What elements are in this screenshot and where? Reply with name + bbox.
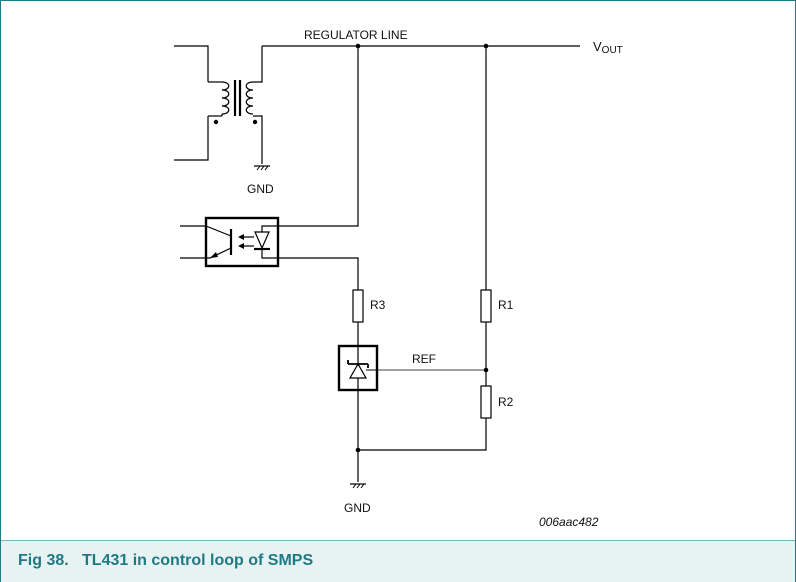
vout-label: VOUT <box>593 39 623 56</box>
secondary-polarity-dot <box>252 119 258 125</box>
phototransistor-emitter <box>206 247 232 259</box>
r1-label: R1 <box>498 298 514 312</box>
figure-caption: Fig 38. TL431 in control loop of SMPS <box>18 552 313 570</box>
caption-bar <box>1 540 795 582</box>
primary-polarity-dot <box>213 119 219 125</box>
optocoupler <box>180 216 280 268</box>
caption-title: TL431 in control loop of SMPS <box>82 552 314 569</box>
gnd-top-label: GND <box>247 182 274 196</box>
r2-to-ground-wire <box>358 418 487 451</box>
transformer-primary-bottom-lead <box>174 116 209 161</box>
phototransistor-collector <box>205 225 232 237</box>
gnd-bottom-label: GND <box>344 501 371 515</box>
junction-ground <box>355 447 361 453</box>
ref-label: REF <box>412 352 436 366</box>
r2-label: R2 <box>498 395 514 409</box>
tl431-zener-bar <box>347 360 369 368</box>
caption-number: Fig 38. <box>18 552 69 569</box>
secondary-bottom-lead <box>253 115 263 164</box>
optocoupler-body <box>204 216 280 268</box>
secondary-top-lead <box>253 46 263 83</box>
led-bottom-lead <box>261 249 278 259</box>
junction-ref <box>483 367 489 373</box>
drawing-code: 006aac482 <box>539 515 599 529</box>
emitter-arrow <box>210 252 218 258</box>
tl431-shunt-regulator <box>337 344 379 392</box>
vout-main: V <box>593 39 602 54</box>
ground-symbol-bottom <box>350 483 366 489</box>
vout-sub: OUT <box>602 45 623 56</box>
opto-led-cathode-wire <box>278 257 359 290</box>
transformer-primary-top-lead <box>174 45 209 82</box>
transformer <box>174 45 263 164</box>
ground-symbol-top <box>254 165 270 171</box>
opto-led-anode-wire <box>278 46 359 227</box>
secondary-winding <box>245 81 254 115</box>
led-top-lead <box>261 225 278 232</box>
led-triangle <box>254 231 270 250</box>
light-arrow-1-head <box>238 234 244 240</box>
primary-winding <box>221 81 230 115</box>
resistor-r1 <box>480 289 492 323</box>
resistor-r2 <box>480 385 492 419</box>
regulator-line-label: REGULATOR LINE <box>304 28 408 42</box>
light-arrow-2-head <box>238 243 244 249</box>
r3-label: R3 <box>370 298 386 312</box>
resistor-r3 <box>352 289 364 323</box>
tl431-diode-triangle <box>348 362 368 379</box>
